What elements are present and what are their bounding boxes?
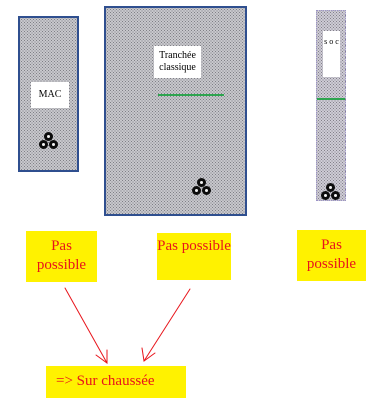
trench-mac: MAC: [18, 16, 79, 172]
arrow-left-head: [95, 349, 108, 364]
cable-icon: [197, 178, 206, 187]
arrow-right-head: [141, 347, 156, 362]
trench-mac-label: MAC: [31, 82, 69, 108]
trench-classique: Tranchée classique: [104, 6, 247, 216]
trench-soc: s o c: [316, 10, 346, 201]
note-not-possible-mac: Pas possible: [26, 231, 97, 282]
cable-icon: [192, 186, 201, 195]
cable-icon: [331, 191, 340, 200]
trench-classique-label: Tranchée classique: [154, 46, 201, 78]
cable-icon: [202, 186, 211, 195]
cable-icon: [49, 140, 58, 149]
note-not-possible-soc: Pas possible: [297, 230, 366, 281]
cable-bundle-icon: [192, 178, 212, 196]
cable-icon: [44, 132, 53, 141]
arrow-right: [143, 288, 191, 362]
level-line: [317, 98, 345, 100]
cable-bundle-icon: [39, 132, 59, 150]
level-line: [158, 94, 224, 96]
cable-icon: [321, 191, 330, 200]
cable-bundle-icon: [321, 183, 341, 201]
cable-icon: [326, 183, 335, 192]
note-conclusion: => Sur chaussée: [46, 366, 186, 398]
cable-icon: [39, 140, 48, 149]
trench-soc-label: s o c: [323, 31, 340, 77]
arrow-left: [64, 287, 108, 364]
note-not-possible-classique: Pas possible: [157, 233, 231, 280]
